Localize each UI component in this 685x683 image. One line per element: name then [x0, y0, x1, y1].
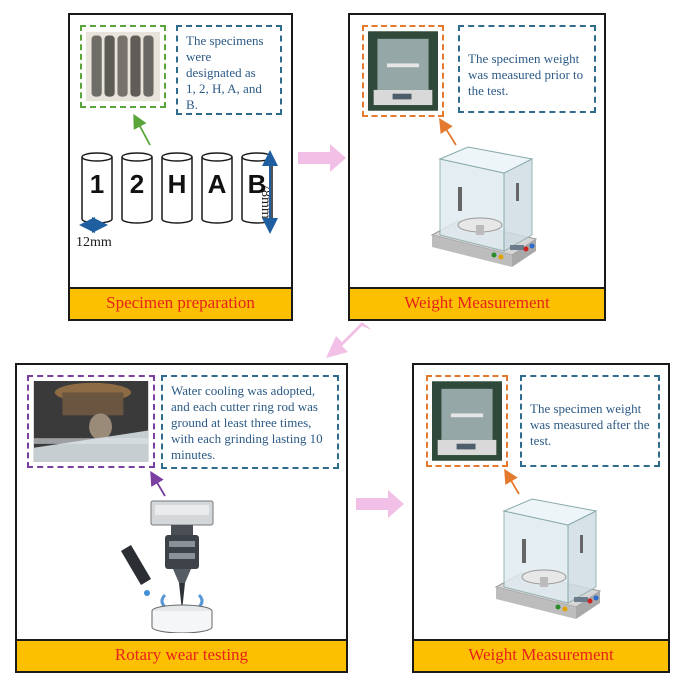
- specimen-label-2: 2: [129, 169, 145, 199]
- grinding-photo: [33, 381, 149, 462]
- balance-photo-frame-before: [362, 25, 444, 117]
- panel-specimen-preparation: The specimens were designated as 1, 2, H…: [68, 13, 293, 321]
- balance-photo-before: [368, 31, 438, 111]
- specimen-rods-photo: [86, 31, 160, 102]
- balance-photo-after: [432, 381, 502, 461]
- panel-weight-after: The specimen weight was measured after t…: [412, 363, 670, 673]
- panel-rotary-wear: Water cooling was adopted, and each cutt…: [15, 363, 348, 673]
- flow-arrow-3: [356, 490, 404, 518]
- weight-after-note: The specimen weight was measured after t…: [520, 375, 660, 467]
- specimen-photo-frame: [80, 25, 166, 108]
- caption-weight-after: Weight Measurement: [414, 639, 668, 671]
- caption-specimen-preparation: Specimen preparation: [70, 287, 291, 319]
- panel-weight-before: The specimen weight was measured prior t…: [348, 13, 606, 321]
- caption-rotary-wear: Rotary wear testing: [17, 639, 346, 671]
- pointer-arrow-grinding: [150, 470, 166, 497]
- weight-before-note: The specimen weight was measured prior t…: [458, 25, 596, 113]
- diameter-label: 12mm: [76, 235, 112, 250]
- balance-illustration-after: [494, 498, 602, 619]
- specimen-note: The specimens were designated as 1, 2, H…: [176, 25, 282, 115]
- rotary-note: Water cooling was adopted, and each cutt…: [161, 375, 339, 469]
- pointer-arrow-balance-after: [504, 468, 520, 495]
- caption-weight-before: Weight Measurement: [350, 287, 604, 319]
- flow-arrow-2: [326, 322, 372, 358]
- drill-illustration: [121, 500, 214, 633]
- pointer-arrow-balance-before: [439, 117, 457, 146]
- balance-illustration-before: [430, 146, 538, 267]
- pointer-arrow-specimen: [133, 113, 151, 146]
- specimen-label-a: A: [207, 169, 227, 199]
- grinding-photo-frame: [27, 375, 155, 468]
- specimen-label-1: 1: [89, 169, 105, 199]
- flow-arrow-1: [298, 144, 346, 172]
- balance-photo-frame-after: [426, 375, 508, 467]
- specimen-label-b: B: [247, 169, 267, 199]
- specimen-label-h: H: [167, 169, 187, 199]
